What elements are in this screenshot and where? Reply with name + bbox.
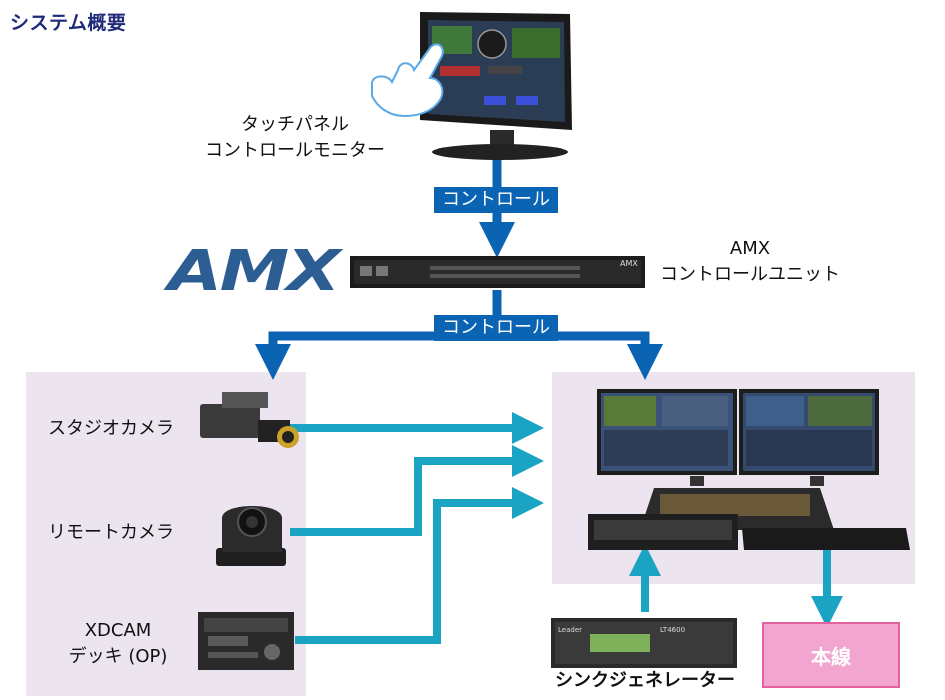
control-label-bottom: コントロール <box>434 315 558 341</box>
amx-unit-label-line1: AMX <box>729 238 771 259</box>
sync-model-text: LT4600 <box>660 626 685 634</box>
xdcam-label: XDCAM デッキ (OP) <box>48 618 188 670</box>
sync-generator-illustration: Leader LT4600 <box>551 618 737 668</box>
arrow-amx-to-camera <box>255 290 502 380</box>
remote-camera-illustration <box>216 506 286 566</box>
xdcam-deck-illustration <box>198 612 294 670</box>
arrow-remote-camera-signal <box>290 445 544 536</box>
switcher-system-illustration <box>588 389 910 550</box>
touch-monitor-illustration <box>420 12 572 160</box>
remote-camera-label: リモートカメラ <box>48 522 174 543</box>
xdcam-label-line2: デッキ (OP) <box>68 646 168 667</box>
page-title: システム概要 <box>10 12 127 34</box>
amx-control-unit-illustration: AMX <box>350 256 645 288</box>
arrow-xdcam-signal <box>295 487 544 644</box>
amx-logo-text: AMX <box>163 239 344 304</box>
amx-unit-label-line2: コントロールユニット <box>660 264 840 285</box>
sync-brand-text: Leader <box>558 626 582 634</box>
amx-unit-label: AMX コントロールユニット <box>660 236 840 288</box>
honsen-box: 本線 <box>762 622 900 688</box>
control-label-top: コントロール <box>434 187 558 213</box>
amx-unit-front-brand: AMX <box>620 259 638 268</box>
sync-generator-label: シンクジェネレーター <box>555 670 735 691</box>
studio-camera-label: スタジオカメラ <box>48 418 174 439</box>
touch-monitor-label-line1: タッチパネル <box>241 114 349 135</box>
xdcam-label-line1: XDCAM <box>84 620 152 641</box>
amx-logo: AMX <box>163 239 346 304</box>
hand-icon <box>370 43 444 118</box>
touch-monitor-label: タッチパネル コントロールモニター <box>200 112 390 164</box>
touch-monitor-label-line2: コントロールモニター <box>205 140 385 161</box>
studio-camera-illustration <box>200 392 299 448</box>
